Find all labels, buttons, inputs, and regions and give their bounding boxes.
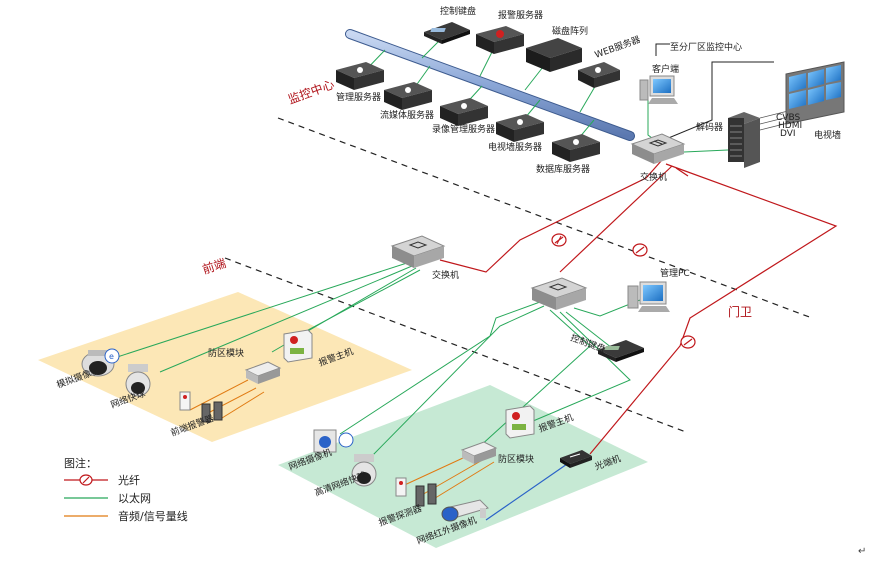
center-separator — [277, 117, 813, 319]
zone-label-front-end: 前端 — [200, 255, 227, 277]
fiber-links — [439, 159, 838, 455]
decoder-device[interactable] — [728, 112, 760, 168]
analog-camera-device[interactable]: e — [81, 348, 120, 377]
label-mgmt-server: 管理服务器 — [336, 91, 381, 103]
label-front-switch: 交换机 — [432, 269, 459, 281]
branch-center-link-2 — [655, 43, 670, 56]
guard-ir-camera-device[interactable] — [441, 499, 489, 522]
front-separator — [224, 257, 687, 433]
branch-center-link — [653, 61, 774, 145]
network-dome-device[interactable] — [125, 364, 151, 397]
web-server-device[interactable] — [578, 62, 620, 88]
label-media-server: 流媒体服务器 — [380, 109, 434, 121]
label-client: 客户端 — [652, 63, 679, 75]
label-signal-hdmi: HDMI — [778, 121, 802, 131]
tvwall-server-device[interactable] — [496, 114, 544, 142]
fiber-marker-icon — [551, 233, 567, 247]
legend-ethernet-label: 以太网 — [118, 492, 151, 505]
guard-pc-device[interactable] — [627, 281, 670, 312]
label-control-keyboard: 控制键盘 — [440, 5, 476, 17]
label-guard-zone-module: 防区模块 — [498, 453, 534, 465]
legend-audio-label: 音频/信号量线 — [118, 509, 188, 523]
legend-fiber-label: 光纤 — [118, 473, 140, 487]
label-tv-wall: 电视墙 — [814, 129, 841, 141]
guard-zone-area — [278, 385, 648, 548]
label-alarm-server: 报警服务器 — [498, 9, 543, 21]
media-server-device[interactable] — [384, 82, 432, 110]
coax-link — [485, 461, 571, 521]
guard-network-camera-device[interactable] — [313, 429, 354, 453]
label-storage-server: 录像管理服务器 — [432, 123, 495, 135]
svg-text:e: e — [109, 352, 114, 361]
corner-return-mark: ↵ — [858, 546, 866, 557]
zone-label-monitor-center: 监控中心 — [286, 76, 336, 107]
optical-transceiver-device[interactable] — [560, 450, 592, 468]
fiber-marker-icon — [680, 335, 696, 349]
guard-ethernet-links — [339, 299, 641, 459]
front-zone-module-device[interactable] — [244, 361, 282, 384]
storage-server-device[interactable] — [440, 98, 488, 126]
front-switch-device[interactable] — [390, 235, 446, 268]
label-decoder: 解码器 — [696, 121, 723, 133]
center-switch-device[interactable] — [630, 133, 686, 164]
legend: 图注： 光纤 以太网 音频/信号量线 — [64, 456, 188, 523]
label-guard-pc: 管理PC — [660, 267, 690, 279]
disk-array-device[interactable] — [526, 38, 582, 72]
guard-hd-dome-device[interactable] — [351, 454, 377, 487]
label-signal-cvbs: CVBS — [776, 113, 800, 123]
label-guard-control-keyboard: 控制键盘 — [569, 332, 607, 356]
alarm-server-device[interactable] — [476, 26, 524, 54]
front-alarm-host-device[interactable] — [283, 329, 313, 363]
guard-alarm-host-device[interactable] — [505, 405, 535, 439]
guard-control-keyboard-device[interactable] — [598, 340, 644, 362]
control-keyboard-device[interactable] — [424, 22, 470, 44]
label-web-server: WEB服务器 — [593, 33, 642, 61]
client-pc-device[interactable] — [639, 75, 678, 104]
db-server-device[interactable] — [552, 134, 600, 162]
legend-fiber-marker-icon — [79, 474, 93, 486]
label-db-server: 数据库服务器 — [536, 163, 590, 175]
mgmt-server-device[interactable] — [336, 62, 384, 90]
front-alarm-detector-device[interactable] — [179, 391, 223, 423]
guard-switch-device[interactable] — [530, 277, 588, 310]
label-branch-center: 至分厂区监控中心 — [670, 41, 742, 53]
zone-label-guard: 门卫 — [728, 304, 752, 319]
label-signal-dvi: DVI — [780, 129, 796, 139]
tv-wall-device[interactable] — [785, 61, 845, 125]
guard-alarm-detector-device[interactable] — [395, 477, 437, 507]
guard-zone-module-device[interactable] — [460, 441, 498, 464]
label-tvwall-server: 电视墙服务器 — [488, 141, 542, 153]
backbone-pipe — [345, 29, 635, 141]
front-zone-area — [38, 292, 412, 442]
label-disk-array: 磁盘阵列 — [552, 25, 588, 37]
legend-title: 图注： — [64, 456, 97, 470]
label-center-switch: 交换机 — [640, 171, 667, 183]
fiber-markers — [551, 233, 696, 349]
label-front-zone-module: 防区模块 — [208, 347, 244, 359]
fiber-marker-icon — [632, 243, 648, 257]
